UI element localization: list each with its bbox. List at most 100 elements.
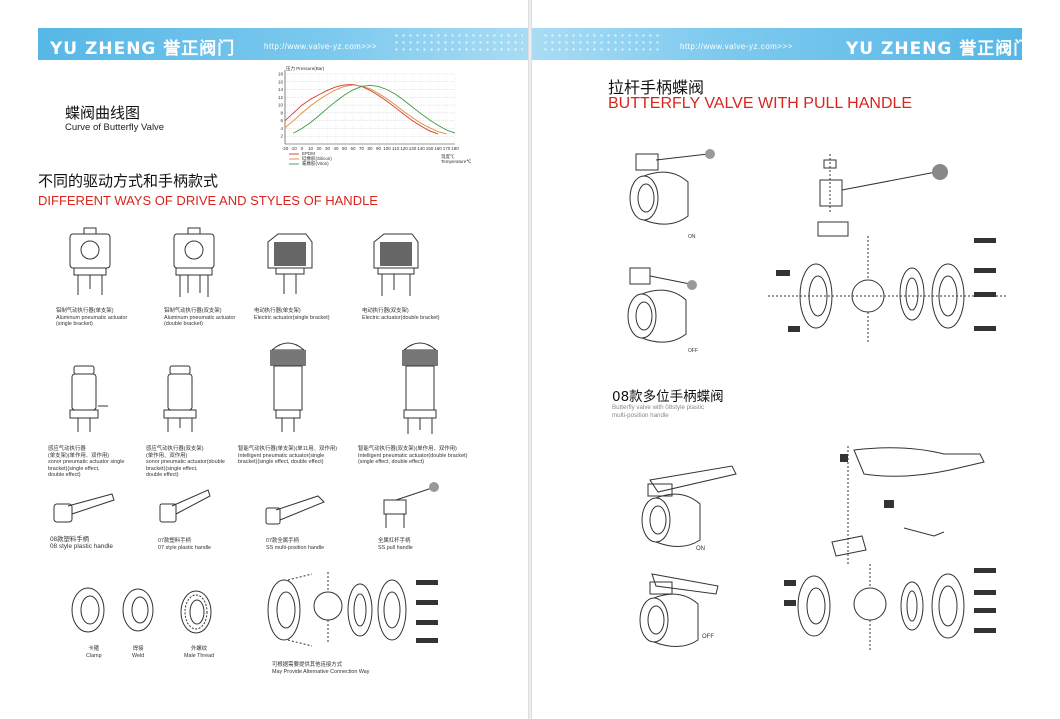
chart-xtick-label: 130 [409,146,417,151]
left-brand: YU ZHENG 誉正阀门 [50,39,236,59]
chart-xtick-label: -10 [290,146,297,151]
chart-ytick-label: 6 [280,118,283,123]
handle-caption-1: 08款塑料手柄 08 style plastic handle [50,536,113,551]
multi-position-valve-off-illustration [639,573,719,647]
curve-title-en: Curve of Butterfly Valve [65,122,165,133]
actuator-caption-4: 电动执行器(双支架) Electric actuator(double brac… [362,308,440,321]
right-url[interactable]: http://www.valve-yz.com>>> [680,42,793,51]
plastic-handle-08-illustration [53,493,115,523]
chart-series-line [293,84,456,134]
intelligent-actuator-double-illustration [402,342,438,434]
electric-actuator-double-illustration [373,233,419,296]
chart-xtick-label: 120 [400,146,408,151]
male-thread-connection-illustration [180,590,212,634]
actuator-caption-1: 铝制气动执行器(单支架) Aluminum pneumatic actuator… [56,308,128,328]
curve-title-cn: 蝶阀曲线图 [65,104,141,122]
clamp-connection-illustration [71,587,105,633]
chart-xtick-label: 170 [443,146,451,151]
chart-ytick-label: 8 [280,110,283,115]
intelligent-actuator-single-illustration [270,342,306,432]
chart-xtick-label: 10 [308,146,314,151]
connection-note: 可根据需要提供其他连接方式 May Provide Alternative Co… [272,662,370,675]
aluminum-actuator-single-illustration [69,227,111,295]
chart-ytick-label: 16 [278,79,284,84]
pull-handle-valve-off-illustration [627,267,697,343]
handle-caption-2: 07款塑料手柄 07 style plastic handle [158,538,212,551]
actuator-caption-8: 智能气动执行器(双支架)(单作用、双作用) Intelligent pneuma… [358,446,468,466]
left-page: YU ZHENG 誉正阀门 http://www.valve-yz.com>>>… [0,0,528,719]
multi-position-exploded-diagram [784,446,996,650]
right-dot-pattern [542,32,662,54]
chart-xtick-label: 150 [426,146,434,151]
actuator-caption-5: 感应气动执行器 (单支架)(单作用、双作用) sonor pneumatic a… [48,446,125,479]
chart-xtick-label: -20 [282,146,289,151]
exploded-connection-diagram [267,572,438,647]
chart-xtick-label: 180 [451,146,459,151]
chart-x-axis-label: 温度℃ [441,153,455,160]
chart-legend-label: EPDM [302,151,315,156]
chart-xtick-label: 50 [342,146,348,151]
left-url[interactable]: http://www.valve-yz.com>>> [264,42,377,51]
actuator-caption-2: 铝制气动执行器(双支架) Aluminum pneumatic actuator… [164,308,236,328]
right-brand: YU ZHENG 誉正阀门 [846,39,1032,59]
drive-title-en: DIFFERENT WAYS OF DRIVE AND STYLES OF HA… [38,193,378,208]
plastic-handle-07-illustration [159,489,211,523]
chart-xtick-label: 30 [325,146,331,151]
chart-ytick-label: 10 [278,103,284,108]
connection-caption-clamp: 卡箍 Clamp [86,646,102,659]
chart-legend-label: 硅橡胶(Silicon) [302,155,332,162]
electric-actuator-single-illustration [267,233,313,294]
chart-xtick-label: 100 [383,146,391,151]
pull-handle-exploded-diagram [768,154,1008,342]
chart-y-axis-label: 压力 Pressure(Bar) [286,65,325,72]
multi-position-off-label: OFF [702,634,714,640]
chart-xtick-label: 80 [367,146,373,151]
sensor-actuator-single-illustration [69,365,108,432]
actuator-caption-3: 电动执行器(单支架) Electric actuator(single brac… [254,308,330,321]
chart-xtick-label: 90 [376,146,382,151]
ss-multi-position-handle-illustration [265,495,325,525]
chart-xtick-label: 70 [359,146,365,151]
chart-ytick-label: 18 [278,72,284,77]
pull-handle-title-en: BUTTERFLY VALVE WITH PULL HANDLE [608,95,913,112]
page-gutter [528,0,532,719]
chart-ytick-label: 2 [280,134,283,139]
chart-xtick-label: 40 [333,146,339,151]
multi-position-title: 08款多位手柄蝶阀 [612,389,724,405]
pull-handle-title-cn: 拉杆手柄蝶阀 [608,78,705,97]
handle-caption-4: 全属杠杆手柄 SS pull handle [378,538,413,551]
chart-ytick-label: 14 [278,87,284,92]
left-dot-pattern [393,32,523,54]
connection-caption-weld: 焊接 Weld [132,646,145,659]
chart-legend-label: 氟橡胶(Viton) [302,160,329,167]
chart-xtick-label: 20 [316,146,322,151]
actuator-caption-6: 感应气动执行器(双支架) (单作用、双作用) sonor pneumatic a… [146,446,225,479]
chart-xtick-label: 160 [434,146,442,151]
multi-position-on-label: ON [696,546,705,552]
multi-position-valve-on-illustration [641,465,737,547]
pull-handle-off-label: OFF [688,348,698,354]
chart-xtick-label: 0 [301,146,304,151]
multi-position-subtitle: Butterfly valve with 08style plastic mul… [612,404,705,419]
left-header-band: YU ZHENG 誉正阀门 http://www.valve-yz.com>>> [38,28,528,60]
actuator-caption-7: 智能气动执行器(单支架)(单11用、双作用) Intelligent pneum… [238,446,338,466]
pull-handle-on-label: ON [688,234,696,240]
chart-xtick-label: 140 [417,146,425,151]
aluminum-actuator-double-illustration [173,227,215,297]
chart-x-axis-label: Temperature℃ [441,159,472,164]
weld-connection-illustration [122,588,154,632]
pull-handle-valve-on-illustration [629,149,715,225]
ss-pull-handle-illustration [383,482,439,528]
chart-series-line [284,84,447,135]
chart-xtick-label: 60 [350,146,356,151]
right-page: http://www.valve-yz.com>>> YU ZHENG 誉正阀门… [532,0,1060,719]
drive-title-cn: 不同的驱动方式和手柄款式 [38,172,219,190]
handle-caption-3: 07款全属手柄 SS multi-position handle [266,538,325,551]
chart-ytick-label: 12 [278,95,284,100]
chart-xtick-label: 110 [392,146,400,151]
sensor-actuator-double-illustration [163,365,197,432]
chart-ytick-label: 4 [280,126,283,131]
right-header-band: http://www.valve-yz.com>>> YU ZHENG 誉正阀门 [532,28,1030,60]
connection-caption-thread: 外螺纹 Male Thread [184,646,215,659]
